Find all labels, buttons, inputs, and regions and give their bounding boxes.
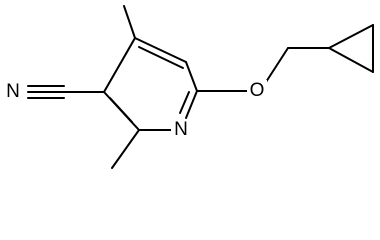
ring-n-label-bg xyxy=(171,119,191,141)
molecule-diagram: N N O xyxy=(3,5,374,169)
bond-c4-c5-double xyxy=(138,46,184,69)
ring-nitrogen-label: N xyxy=(174,119,188,140)
nitrile-nitrogen-label: N xyxy=(6,81,20,102)
bond-c6-n1-double xyxy=(179,91,190,114)
bond-c2-methyl xyxy=(111,129,140,169)
bond-c2-c3-double xyxy=(109,97,133,123)
oxygen-label-bg xyxy=(247,80,267,102)
molecule-structure-svg: N N O xyxy=(3,5,374,169)
bond-c3-c4 xyxy=(103,37,136,93)
bond-c5-c6 xyxy=(185,61,198,92)
bond-c4-c5 xyxy=(134,37,187,63)
bond-cyclopropyl-1 xyxy=(328,24,374,49)
bond-c6-n1 xyxy=(185,90,198,119)
nitrile-n-label-bg xyxy=(3,81,23,103)
ether-oxygen-label: O xyxy=(250,80,265,101)
bond-cyclopropyl-3 xyxy=(328,47,374,73)
bond-c4-methyl xyxy=(123,5,136,39)
bond-oxygen-ch2 xyxy=(265,47,289,83)
